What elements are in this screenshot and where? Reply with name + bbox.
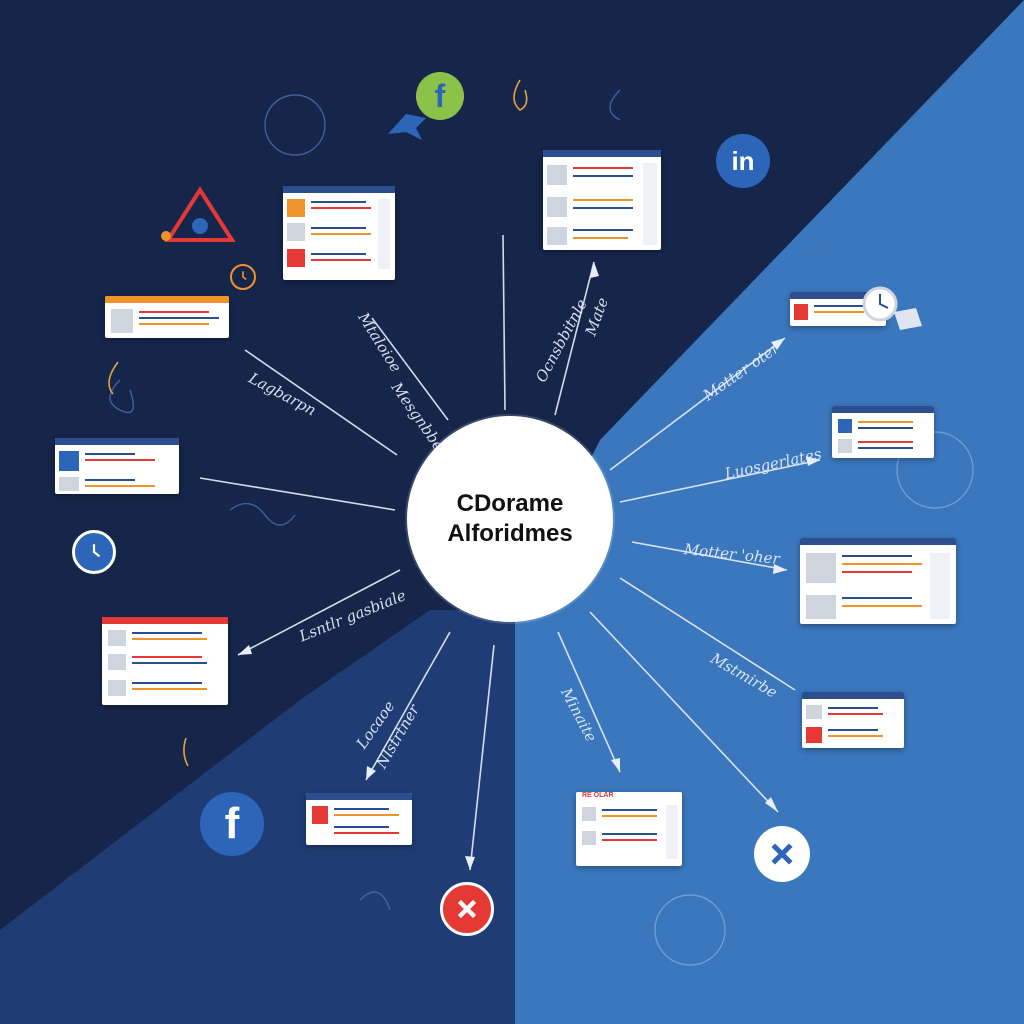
window-thumbnail[interactable] <box>283 186 395 280</box>
window-thumbnail[interactable] <box>802 692 904 748</box>
window-thumbnail[interactable] <box>832 406 934 458</box>
window-tab-label: RE OLAR <box>582 792 614 799</box>
connector-lines <box>199 234 821 871</box>
window-thumbnail[interactable] <box>306 793 412 845</box>
window-thumbnail[interactable] <box>105 296 229 338</box>
linkedin-icon[interactable]: in <box>716 134 770 188</box>
hub-title-line1: CDorame <box>456 490 564 517</box>
central-hub: CDorame Alforidmes <box>407 416 613 622</box>
bird-icon <box>386 104 430 144</box>
close-icon[interactable] <box>440 882 494 936</box>
window-thumbnail[interactable] <box>800 538 956 624</box>
doodles <box>109 89 974 966</box>
window-thumbnail[interactable] <box>543 150 661 250</box>
hub-title-line2: Alforidmes <box>447 520 573 547</box>
orange-doodles <box>108 79 528 767</box>
arrow-heads <box>238 262 820 870</box>
facebook-icon[interactable]: f <box>416 72 464 120</box>
warning-triangle-icon <box>160 186 240 246</box>
stopwatch-icon <box>850 282 926 336</box>
window-thumbnail[interactable] <box>55 438 179 494</box>
facebook-icon[interactable]: f <box>200 792 264 856</box>
compass-icon <box>72 530 116 574</box>
tools-icon[interactable] <box>754 826 810 882</box>
clock-icon <box>230 264 256 290</box>
window-thumbnail[interactable] <box>102 617 228 705</box>
window-thumbnail[interactable]: RE OLAR <box>576 792 682 866</box>
